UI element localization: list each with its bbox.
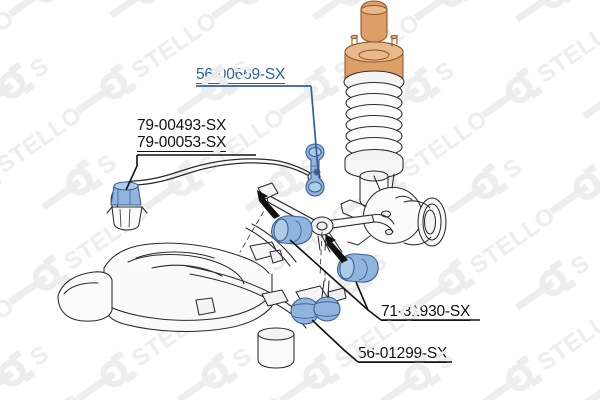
- leader-56-01299-sx: [311, 319, 452, 363]
- leader-56-00669-sx: [196, 85, 321, 176]
- subframe-crossmember: [57, 223, 347, 369]
- part-control-arm-bushing-front: [271, 215, 313, 245]
- part-lower-ball-joint: [290, 271, 341, 325]
- part-control-arm-bushing-rear: [337, 253, 379, 283]
- strut-coil-spring-assembly: [343, 0, 405, 209]
- steering-knuckle-hub: [340, 173, 447, 247]
- callout-arrows: [257, 190, 348, 263]
- part-anti-roll-bar-bushing: [106, 181, 148, 231]
- leader-71-31930-sx: [289, 239, 480, 321]
- lower-control-arm: [239, 182, 395, 277]
- leader-79-000xx: [125, 154, 256, 191]
